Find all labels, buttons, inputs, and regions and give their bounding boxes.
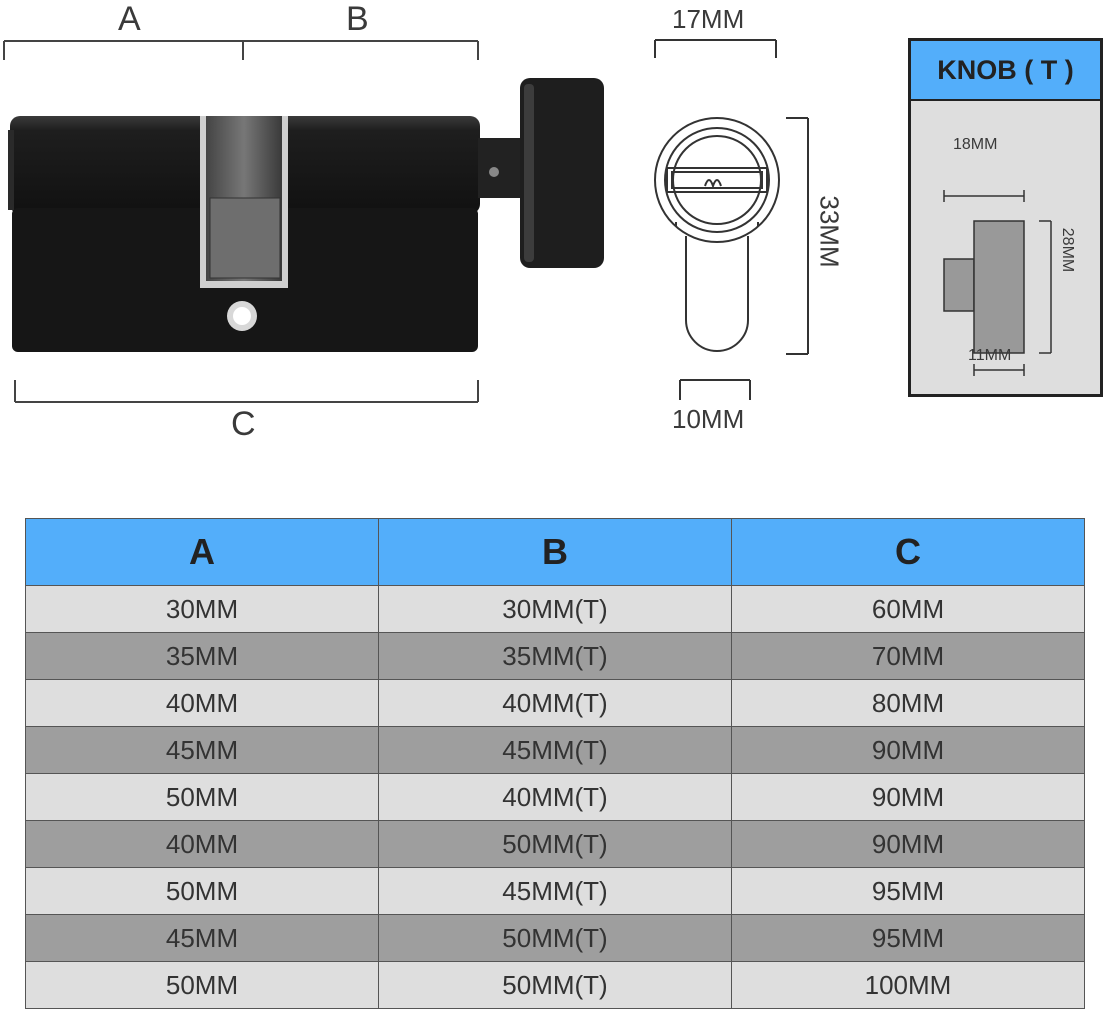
- cell-c: 95MM: [731, 867, 1085, 915]
- cell-c: 60MM: [731, 585, 1085, 633]
- dim-17mm: 17MM: [672, 4, 745, 34]
- header-c: C: [731, 518, 1085, 586]
- knob-title: KNOB ( T ): [911, 41, 1100, 101]
- cylinder-body: [8, 116, 480, 352]
- cell-a: 45MM: [25, 914, 379, 962]
- cell-c: 90MM: [731, 726, 1085, 774]
- table-row: 50MM 50MM(T) 100MM: [25, 961, 1085, 1009]
- cell-a: 40MM: [25, 820, 379, 868]
- cylinder-profile: [654, 39, 809, 400]
- table-row: 45MM 45MM(T) 90MM: [25, 726, 1085, 774]
- table-row: 45MM 50MM(T) 95MM: [25, 914, 1085, 962]
- dimension-a-b: [3, 40, 479, 60]
- cell-b: 45MM(T): [378, 726, 732, 774]
- cell-c: 90MM: [731, 820, 1085, 868]
- cell-c: 70MM: [731, 632, 1085, 680]
- cell-a: 50MM: [25, 867, 379, 915]
- knob-drawing: [943, 190, 1052, 376]
- knob-dim-11mm: 11MM: [968, 347, 1012, 364]
- table-row: 35MM 35MM(T) 70MM: [25, 632, 1085, 680]
- knob-detail-panel: KNOB ( T ) 18MM 11MM 28MM: [908, 38, 1103, 397]
- cell-b: 40MM(T): [378, 773, 732, 821]
- cell-b: 50MM(T): [378, 914, 732, 962]
- header-b: B: [378, 518, 732, 586]
- size-table: A B C 30MM 30MM(T) 60MM 35MM 35MM(T) 70M…: [25, 518, 1085, 1009]
- cell-a: 50MM: [25, 961, 379, 1009]
- cell-c: 80MM: [731, 679, 1085, 727]
- cell-c: 95MM: [731, 914, 1085, 962]
- table-header-row: A B C: [25, 518, 1085, 586]
- label-a: A: [118, 0, 141, 38]
- cell-b: 50MM(T): [378, 820, 732, 868]
- cell-c: 100MM: [731, 961, 1085, 1009]
- table-row: 30MM 30MM(T) 60MM: [25, 585, 1085, 633]
- knob-dim-18mm: 18MM: [953, 136, 998, 153]
- label-c: C: [231, 405, 256, 443]
- cell-b: 50MM(T): [378, 961, 732, 1009]
- cell-c: 90MM: [731, 773, 1085, 821]
- thumb-knob: [478, 78, 604, 268]
- table-row: 50MM 45MM(T) 95MM: [25, 867, 1085, 915]
- cell-b: 35MM(T): [378, 632, 732, 680]
- cell-a: 50MM: [25, 773, 379, 821]
- cell-b: 30MM(T): [378, 585, 732, 633]
- dimension-c: [14, 380, 479, 403]
- cell-b: 45MM(T): [378, 867, 732, 915]
- table-row: 40MM 50MM(T) 90MM: [25, 820, 1085, 868]
- label-b: B: [346, 0, 369, 38]
- cell-a: 40MM: [25, 679, 379, 727]
- knob-dim-28mm: 28MM: [1059, 227, 1076, 273]
- cell-a: 45MM: [25, 726, 379, 774]
- cell-b: 40MM(T): [378, 679, 732, 727]
- dim-10mm: 10MM: [672, 404, 745, 434]
- lock-cylinder-drawing: [3, 39, 809, 403]
- cell-a: 35MM: [25, 632, 379, 680]
- cell-a: 30MM: [25, 585, 379, 633]
- header-a: A: [25, 518, 379, 586]
- table-row: 50MM 40MM(T) 90MM: [25, 773, 1085, 821]
- dim-33mm: 33MM: [814, 195, 845, 268]
- table-row: 40MM 40MM(T) 80MM: [25, 679, 1085, 727]
